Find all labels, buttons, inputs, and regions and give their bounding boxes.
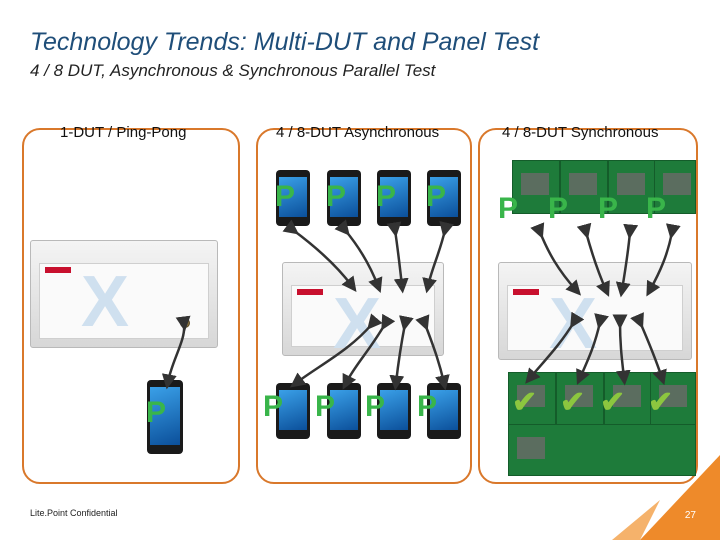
phone-icon <box>377 383 411 439</box>
ping-pong-mark-icon: P <box>426 180 447 213</box>
pcb-board-icon <box>560 160 608 214</box>
pcb-board-icon <box>508 424 696 476</box>
ping-pong-mark-icon: P <box>315 390 336 423</box>
checkmark-icon: ✔ <box>600 386 626 419</box>
phone-icon <box>276 383 310 439</box>
slide-title: Technology Trends: Multi-DUT and Panel T… <box>30 28 540 56</box>
ping-pong-mark-icon: P <box>376 180 397 213</box>
ping-pong-mark-icon: P <box>275 180 296 213</box>
phone-icon <box>427 383 461 439</box>
ping-pong-mark-icon: P <box>326 180 347 213</box>
pcb-board-icon <box>608 160 656 214</box>
ping-pong-mark-icon: P <box>263 390 284 423</box>
checkmark-icon: ✔ <box>648 386 674 419</box>
checkmark-icon: ✔ <box>560 386 586 419</box>
ping-pong-mark-icon: P <box>646 192 667 225</box>
slide-subtitle: 4 / 8 DUT, Asynchronous & Synchronous Pa… <box>30 61 436 80</box>
pcb-board-icon <box>512 160 560 214</box>
panel-label-asynchronous: 4 / 8-DUT Asynchronous <box>276 124 440 141</box>
phone-icon <box>327 383 361 439</box>
phone-icon <box>276 170 310 226</box>
phone-icon <box>377 170 411 226</box>
ping-pong-mark-icon: P <box>146 396 167 429</box>
ping-pong-mark-icon: P <box>417 390 438 423</box>
panel-synchronous <box>478 128 698 484</box>
footer-confidential: Lite.Point Confidential <box>30 508 118 518</box>
ping-pong-mark-icon: P <box>365 390 386 423</box>
pcb-board-icon <box>654 160 696 214</box>
ping-pong-mark-icon: P <box>498 192 519 225</box>
page-number: 27 <box>684 510 696 521</box>
panel-asynchronous <box>256 128 472 484</box>
panel-label-ping-pong: 1-DUT / Ping-Pong <box>60 124 187 141</box>
phone-icon <box>327 170 361 226</box>
ping-pong-mark-icon: P <box>598 192 619 225</box>
phone-icon <box>147 380 183 454</box>
panel-ping-pong <box>22 128 240 484</box>
panel-label-synchronous: 4 / 8-DUT Synchronous <box>502 124 659 141</box>
checkmark-icon: ✔ <box>512 386 538 419</box>
phone-icon <box>427 170 461 226</box>
ping-pong-mark-icon: P <box>548 192 569 225</box>
